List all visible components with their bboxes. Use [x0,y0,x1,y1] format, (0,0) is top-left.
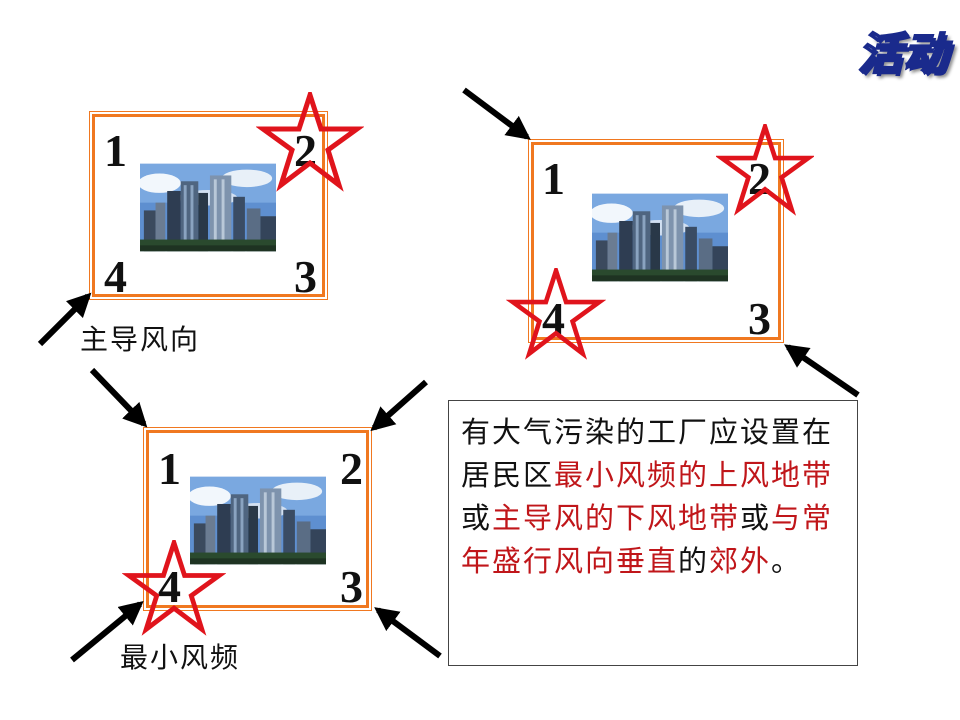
sector-1-label: 1 [542,153,565,204]
city-panel-bottom [143,427,372,611]
wind-arrow-icon [89,367,148,428]
min-wind-frequency-label: 最小风频 [120,641,241,674]
wind-arrow-icon [370,379,428,432]
star-outline-icon [716,124,814,216]
city-skyline-photo [592,193,728,282]
star-outline-icon [122,540,226,636]
slide-title: 活动 [857,28,948,81]
note-highlight: 最小风频的上风地带 [554,458,834,492]
wind-arrow-icon [462,87,531,140]
sector-3-label: 3 [294,251,317,302]
note-text: 或 [740,501,772,535]
note-highlight: 主导风的下风地带 [492,501,741,535]
note-text: 。 [771,544,803,578]
note-text: 的 [678,544,710,578]
city-panel-top-right [528,139,784,343]
prevailing-wind-label: 主导风向 [80,323,201,356]
sector-3-label: 3 [340,561,363,612]
sector-2-label: 2 [340,443,363,494]
star-outline-icon [506,268,606,360]
note-text: 有大气污染的工厂应设置在居民区 [461,415,834,492]
sector-4-label: 4 [104,251,127,302]
sector-3-label: 3 [748,293,771,344]
city-panel-top-left [89,111,328,300]
sector-4-label: 4 [542,293,565,344]
sector-1-label: 1 [158,443,181,494]
wind-arrow-icon [374,607,442,659]
note-highlight: 郊外 [709,544,772,578]
note-text: 或 [461,501,493,535]
note-highlight: 与常年盛行风向垂直 [461,501,834,578]
sector-1-label: 1 [104,125,127,176]
factory-siting-note: 有大气污染的工厂应设置在居民区最小风频的上风地带或主导风的下风地带或与常年盛行风… [448,400,858,666]
wind-arrow-icon [784,344,860,398]
star-outline-icon [256,92,364,192]
